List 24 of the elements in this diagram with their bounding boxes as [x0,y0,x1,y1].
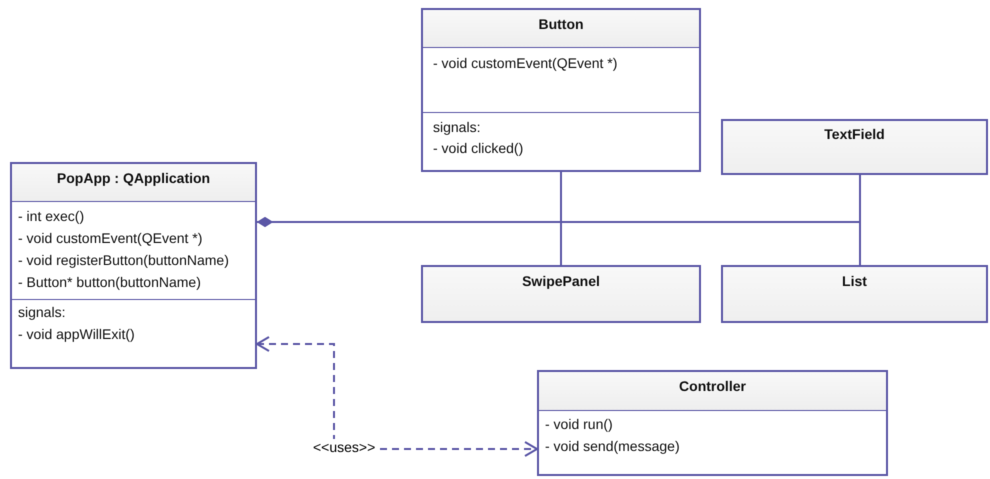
class-name: TextField [824,126,885,143]
member-text: - void customEvent(QEvent *) [433,55,618,72]
member-text: - void appWillExit() [18,326,135,343]
member-text: - void registerButton(buttonName) [18,252,229,269]
class-name: SwipePanel [522,273,600,290]
class-name: List [842,273,867,290]
member-text: - void customEvent(QEvent *) [18,230,202,247]
class-box [721,119,988,175]
composition-line [257,217,861,265]
class-box [537,370,888,476]
member-text: - void send(message) [545,438,680,455]
member-text: signals: [433,119,480,136]
member-text: - Button* button(buttonName) [18,274,201,291]
class-name: Button [538,16,584,33]
class-box [721,265,988,323]
member-text: signals: [18,304,66,321]
class-box [421,8,701,172]
class-box [421,265,701,323]
class-name: PopApp : QApplication [56,170,210,187]
class-box [10,162,257,369]
member-text: - void clicked() [433,140,524,157]
member-text: - void run() [545,416,613,433]
member-text: - int exec() [18,208,84,225]
class-name: Controller [679,378,746,395]
